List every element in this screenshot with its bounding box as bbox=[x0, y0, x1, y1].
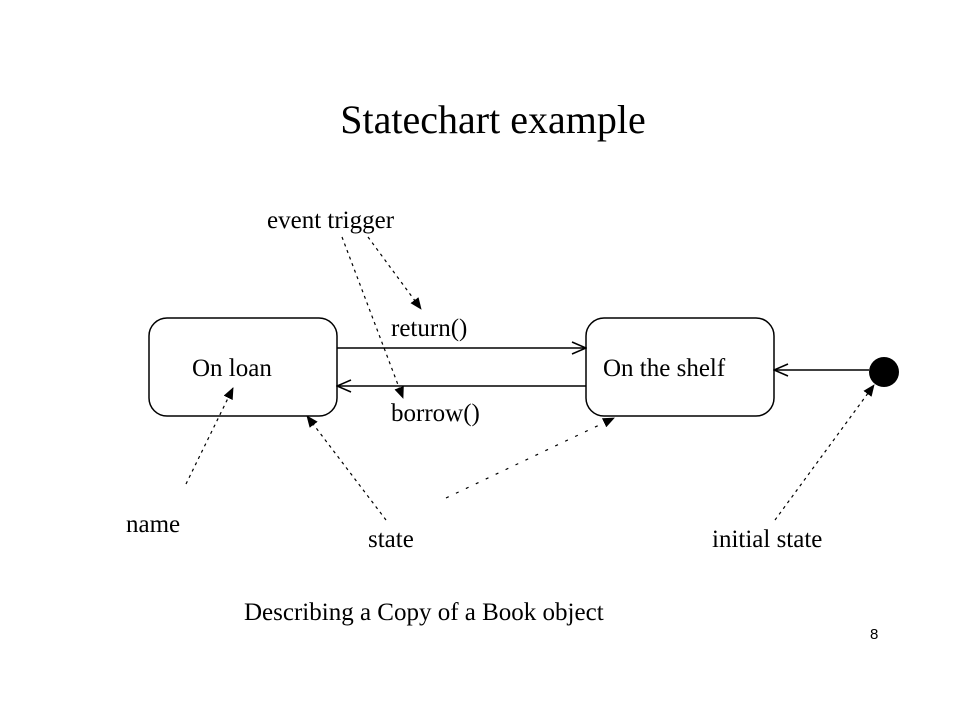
event-trigger-annotation: event trigger bbox=[267, 207, 395, 234]
diagram-caption: Describing a Copy of a Book object bbox=[244, 599, 604, 626]
event-trigger-pointer-borrow bbox=[341, 236, 404, 399]
event-trigger-pointer-return bbox=[367, 236, 422, 310]
state-label-on-loan: On loan bbox=[192, 355, 272, 382]
initial-state-pointer bbox=[774, 384, 875, 521]
return-event-label: return() bbox=[391, 315, 468, 342]
initial-state-dot bbox=[869, 357, 899, 387]
page-number: 8 bbox=[870, 626, 879, 643]
name-annotation: name bbox=[126, 511, 181, 538]
borrow-event-label: borrow() bbox=[391, 400, 480, 427]
state-pointer-on-the-shelf bbox=[445, 417, 615, 499]
state-pointer-on-loan bbox=[306, 415, 387, 521]
initial-state-annotation: initial state bbox=[712, 526, 823, 553]
state-annotation: state bbox=[368, 526, 414, 553]
state-label-on-the-shelf: On the shelf bbox=[603, 355, 726, 382]
state-box-on-loan bbox=[148, 317, 338, 417]
slide-title: Statechart example bbox=[340, 97, 646, 142]
